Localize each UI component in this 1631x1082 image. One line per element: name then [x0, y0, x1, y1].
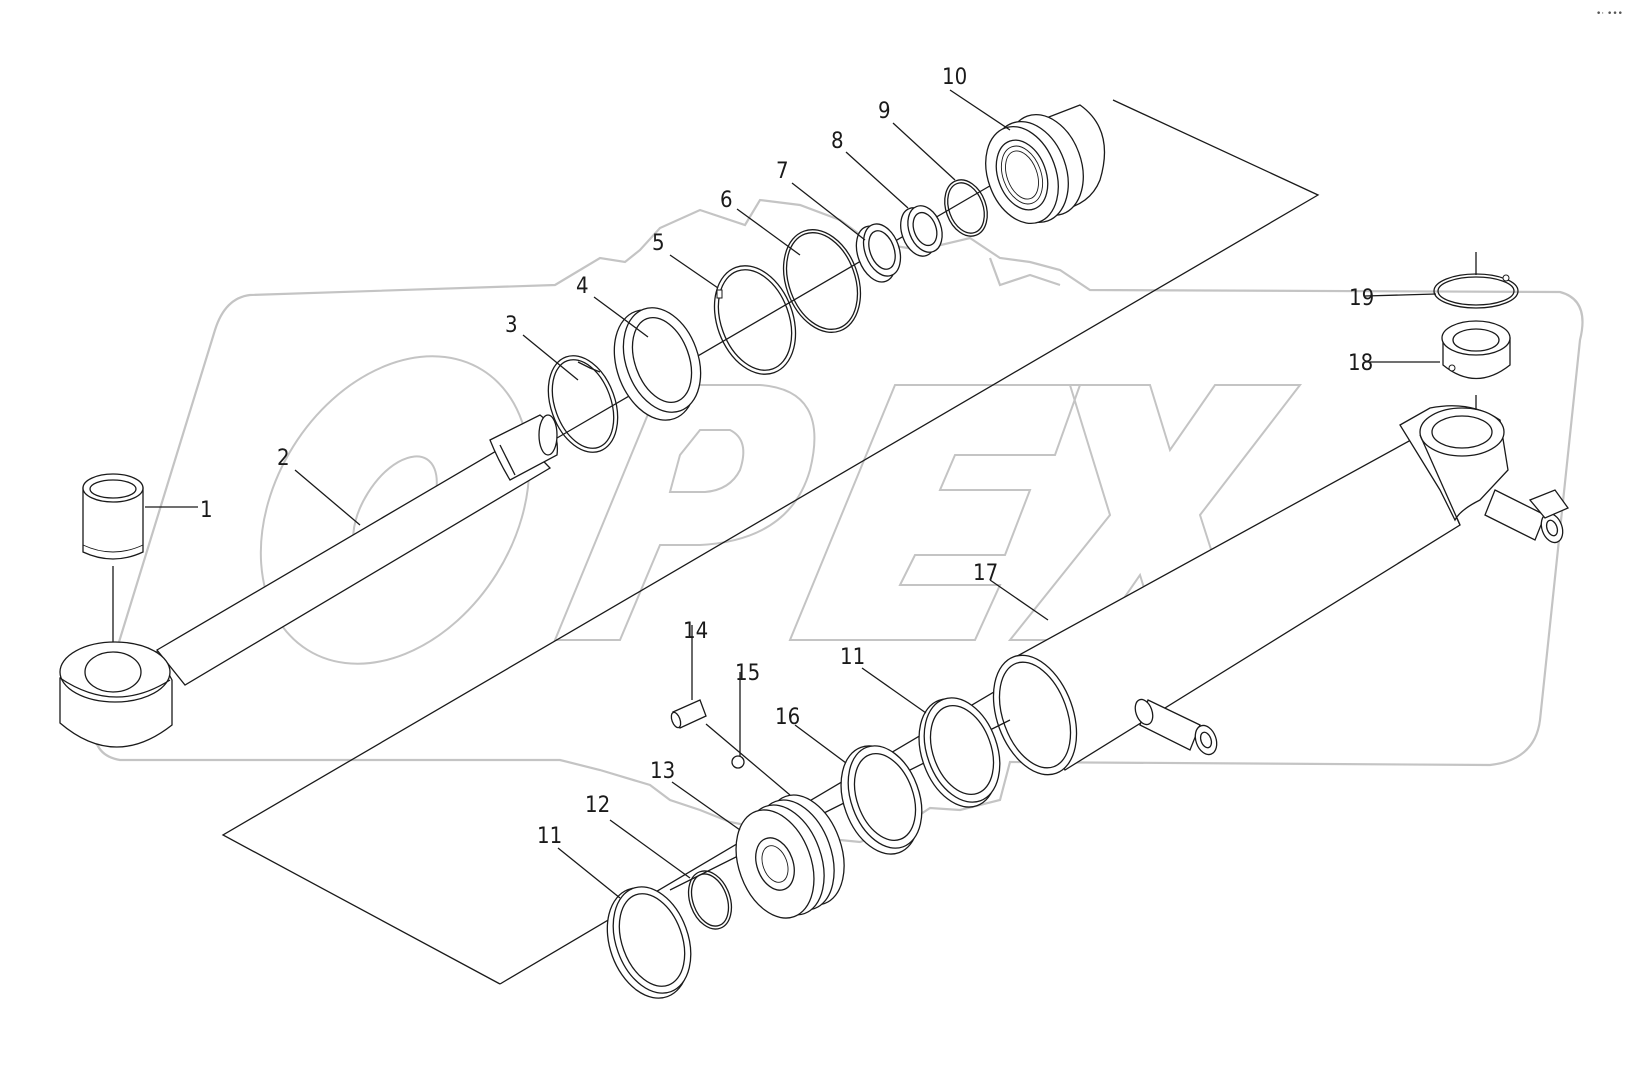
leader-lines [145, 89, 1440, 899]
piston-rod-part [59, 414, 559, 748]
piston-o-ring-part [687, 870, 733, 930]
part-label-11-upper: 11 [840, 645, 865, 670]
rod-seal-part [900, 205, 943, 257]
set-screw-part [670, 699, 707, 729]
piston-part [735, 794, 845, 919]
part-label-12: 12 [585, 793, 610, 818]
part-label-1: 1 [200, 498, 213, 523]
part-label-5: 5 [652, 231, 665, 256]
section-outline [221, 99, 1320, 985]
split-ring-part [713, 265, 797, 375]
part-label-4: 4 [576, 274, 589, 299]
part-label-6: 6 [720, 188, 733, 213]
part-label-8: 8 [831, 129, 844, 154]
o-ring-part [782, 229, 862, 333]
part-label-10: 10 [942, 65, 967, 90]
part-label-11-lower: 11 [537, 824, 562, 849]
part-number-labels: 1 2 3 4 5 6 7 8 9 10 11 11 12 13 14 15 1… [200, 65, 1374, 849]
small-o-ring-part [944, 179, 988, 237]
part-label-15: 15 [735, 661, 760, 686]
bushing-part [82, 473, 144, 560]
retaining-ring-part [1433, 273, 1519, 309]
part-label-14: 14 [683, 619, 708, 644]
part-label-3: 3 [505, 313, 518, 338]
part-label-2: 2 [277, 446, 290, 471]
spherical-bearing-part [1441, 320, 1511, 379]
piston-guide-ring-part [840, 745, 923, 855]
cylinder-barrel-part [992, 405, 1569, 776]
upper-seal-ring-part [918, 697, 1001, 808]
snap-ring-part [547, 355, 619, 453]
part-label-13: 13 [650, 759, 675, 784]
wiper-seal-part [855, 223, 902, 283]
part-label-16: 16 [775, 705, 800, 730]
part-label-19: 19 [1349, 286, 1374, 311]
lower-seal-ring-part [606, 886, 692, 999]
part-label-7: 7 [776, 159, 789, 184]
ball-part [731, 755, 745, 769]
part-label-9: 9 [878, 99, 891, 124]
corner-mark: •· ••• [1596, 9, 1623, 19]
part-label-18: 18 [1348, 351, 1373, 376]
cylinder-head-part [985, 104, 1106, 225]
part-label-17: 17 [973, 561, 998, 586]
